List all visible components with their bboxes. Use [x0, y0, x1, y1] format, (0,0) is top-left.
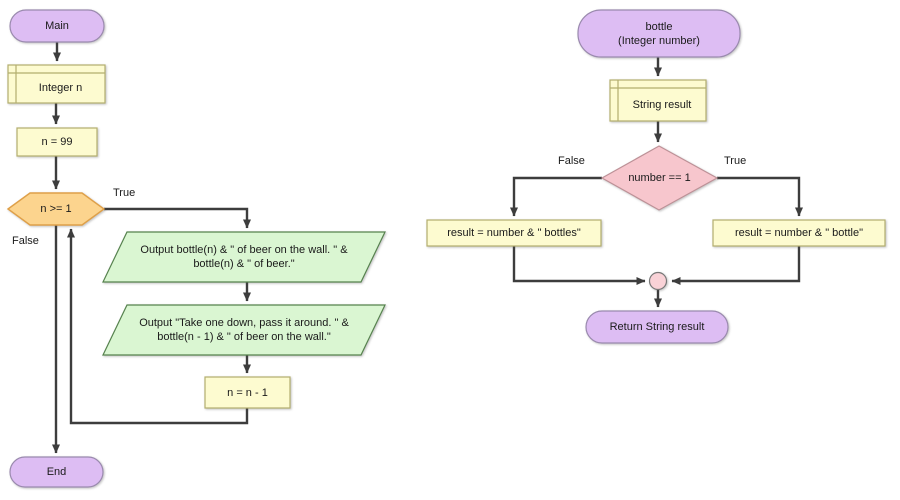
main-output2-parallelogram[interactable] [102, 304, 386, 356]
connector-decision-false [510, 176, 602, 217]
bottle-return-oval[interactable] [585, 310, 729, 344]
bottle-true-branch-box[interactable] [712, 219, 886, 247]
main-loop-hexagon[interactable] [6, 192, 106, 226]
connector-loopback [67, 228, 249, 425]
bottle-declaration-box[interactable] [609, 79, 707, 122]
main-declaration-box[interactable] [7, 64, 106, 104]
main-start-oval[interactable] [9, 9, 105, 43]
connector-true-branch-to-merge [671, 246, 801, 285]
bottle-false-branch-box[interactable] [426, 219, 602, 247]
main-assignment2-box[interactable] [204, 376, 291, 409]
bottle-merge-circle[interactable] [648, 271, 668, 291]
main-end-oval[interactable] [9, 456, 104, 488]
connectors-main [52, 42, 251, 454]
bottle-decision-diamond[interactable] [600, 145, 719, 211]
main-output1-parallelogram[interactable] [102, 231, 386, 283]
bottle-start-oval[interactable] [577, 9, 741, 58]
connector-loop-true-to-output1 [104, 207, 251, 229]
connectors-bottle [510, 57, 803, 308]
connector-decision-true [717, 176, 803, 217]
connector-false-branch-to-merge [512, 246, 646, 285]
main-assignment1-box[interactable] [16, 127, 98, 157]
